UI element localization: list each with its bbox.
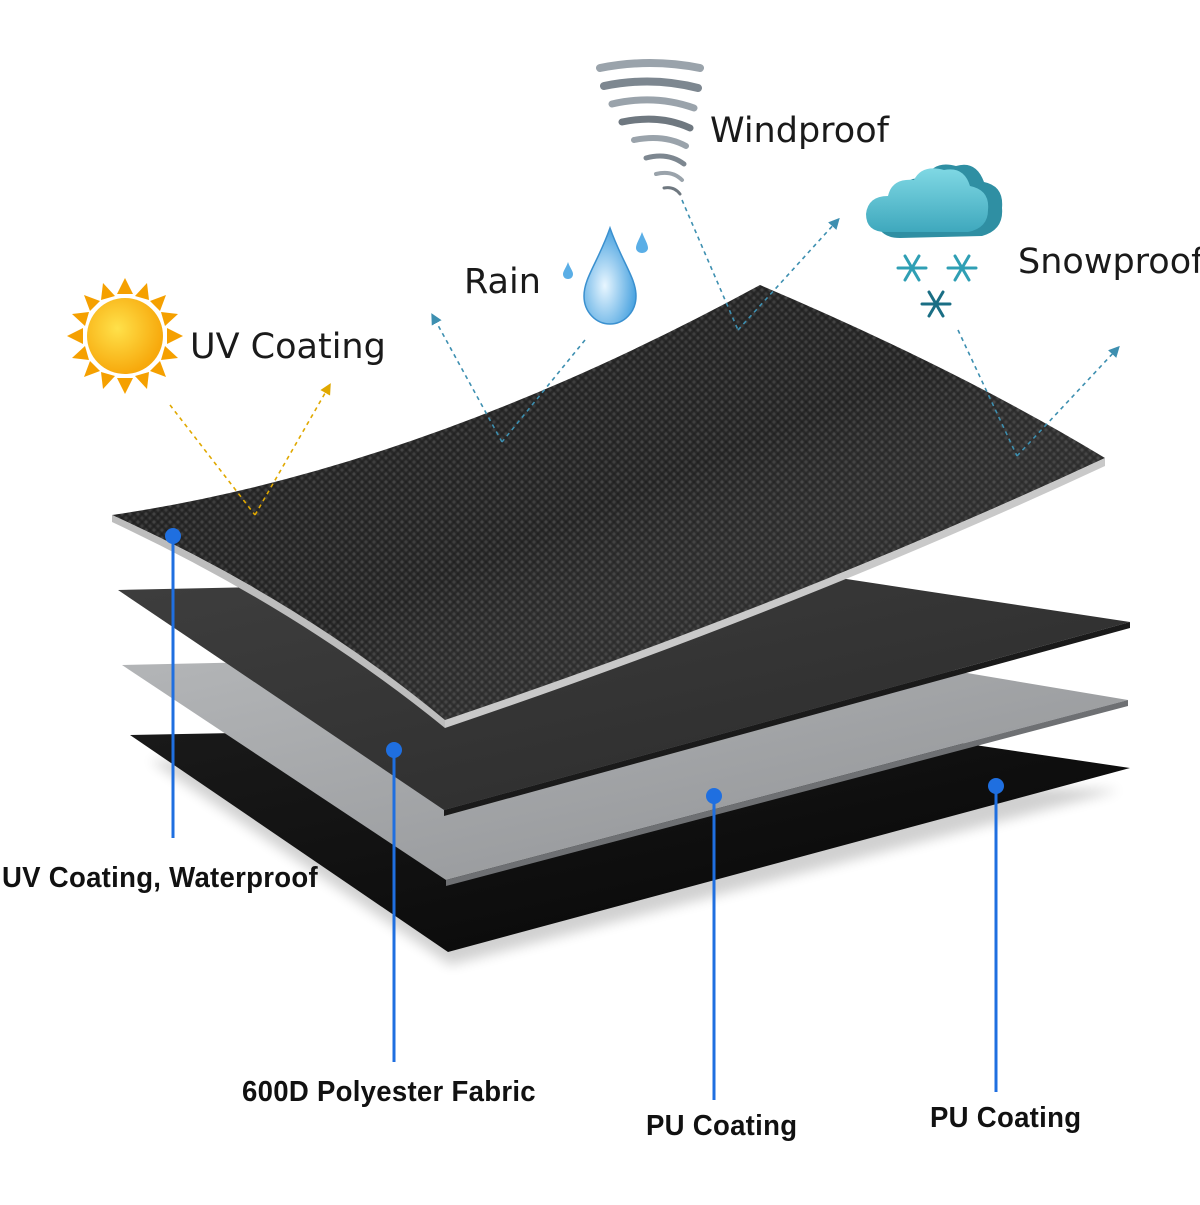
snowproof-label: Snowproof: [1018, 242, 1200, 282]
top-layer-edge-left: [112, 515, 445, 728]
snow-arrows: [957, 329, 1120, 457]
callout-pu-coating: [706, 788, 722, 1100]
pu-coating-layer-edge: [446, 700, 1128, 886]
rain-label: Rain: [464, 262, 541, 302]
tornado-icon: [596, 59, 704, 196]
uv-coating-label: UV Coating: [190, 327, 386, 367]
pu-coating-label: PU Coating: [646, 1110, 798, 1142]
pu-coating-bottom-label: PU Coating: [930, 1102, 1082, 1134]
top-layer-edge-front: [445, 458, 1105, 728]
sun-icon: [67, 278, 183, 394]
top-layer-label: UV Coating, Waterproof: [2, 862, 318, 894]
uv-arrows: [169, 383, 331, 516]
windproof-label: Windproof: [710, 111, 889, 151]
snowflake-icon: [896, 254, 978, 318]
raindrop-icon: [563, 225, 648, 325]
polyester-layer-label: 600D Polyester Fabric: [242, 1076, 536, 1108]
wind-arrows: [681, 199, 840, 331]
rain-arrows: [431, 313, 586, 443]
cloud-icon: [866, 164, 1003, 238]
callout-top-layer: [165, 528, 181, 838]
top-layer-shading: [112, 285, 1105, 720]
callout-pu-coating-bottom: [988, 778, 1004, 1092]
callout-polyester: [386, 742, 402, 1062]
polyester-fabric-layer-edge: [444, 622, 1130, 816]
